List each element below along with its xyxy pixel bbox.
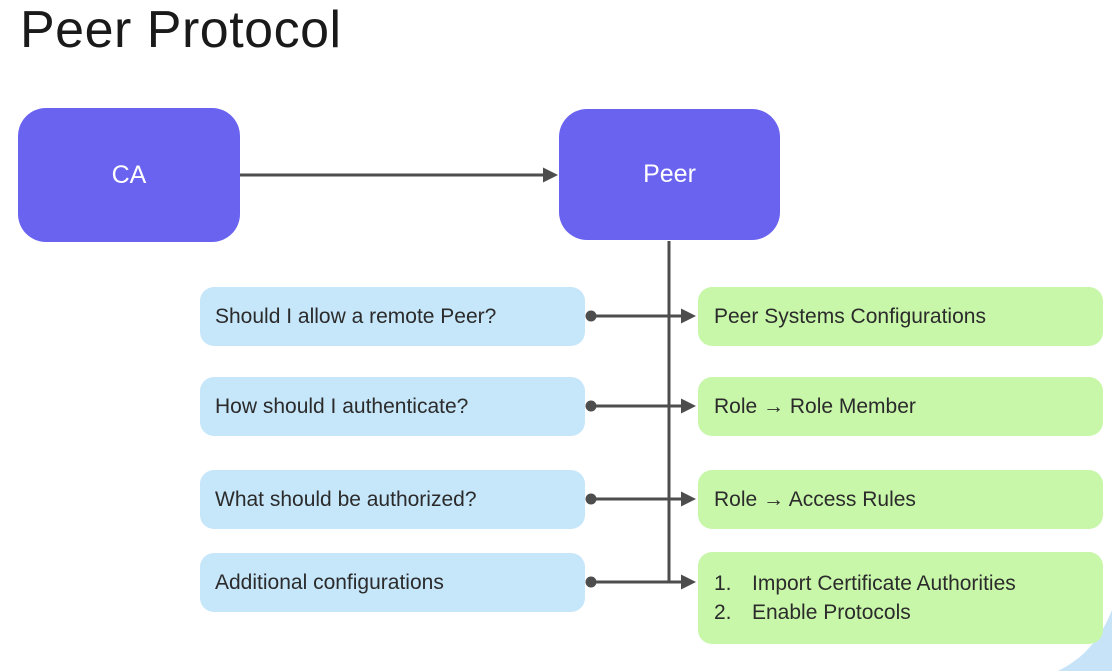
connector-dot (585, 310, 597, 322)
question-label: Additional configurations (215, 570, 444, 594)
question-box-authorized: What should be authorized? (200, 470, 585, 529)
list-item-number: 1. (714, 572, 732, 595)
answer-box-peer-systems: Peer Systems Configurations (698, 287, 1103, 346)
answer-label: Role → Access Rules (714, 487, 916, 511)
connector-arrow-head (681, 491, 696, 507)
node-ca: CA (18, 108, 240, 242)
connector-dot (585, 400, 597, 412)
node-peer: Peer (559, 109, 780, 240)
page-title: Peer Protocol (20, 1, 342, 59)
question-label: Should I allow a remote Peer? (215, 304, 497, 328)
connector-arrow-head (681, 398, 696, 414)
list-item-number: 2. (714, 601, 732, 624)
answer-label: Peer Systems Configurations (714, 304, 986, 328)
question-label: How should I authenticate? (215, 394, 469, 418)
answer-box-config-steps: 1. Import Certificate Authorities 2. Ena… (698, 552, 1103, 644)
connector-arrow-head (681, 308, 696, 324)
question-label: What should be authorized? (215, 487, 477, 511)
question-box-authenticate: How should I authenticate? (200, 377, 585, 436)
node-ca-label: CA (111, 160, 147, 189)
question-box-remote-peer: Should I allow a remote Peer? (200, 287, 585, 346)
answer-label: Role → Role Member (714, 394, 916, 418)
list-item: 1. Import Certificate Authorities (714, 569, 1016, 598)
list-item-text: Import Certificate Authorities (752, 572, 1016, 595)
question-box-additional-config: Additional configurations (200, 553, 585, 612)
connector-dot (585, 493, 597, 505)
connector-arrow-head (681, 574, 696, 590)
list-item: 2. Enable Protocols (714, 598, 911, 627)
arrow-ca-to-peer-head (543, 167, 558, 183)
list-item-text: Enable Protocols (752, 601, 911, 624)
node-peer-label: Peer (643, 160, 696, 188)
answer-box-access-rules: Role → Access Rules (698, 470, 1103, 529)
answer-box-role-member: Role → Role Member (698, 377, 1103, 436)
connector-dot (585, 576, 597, 588)
